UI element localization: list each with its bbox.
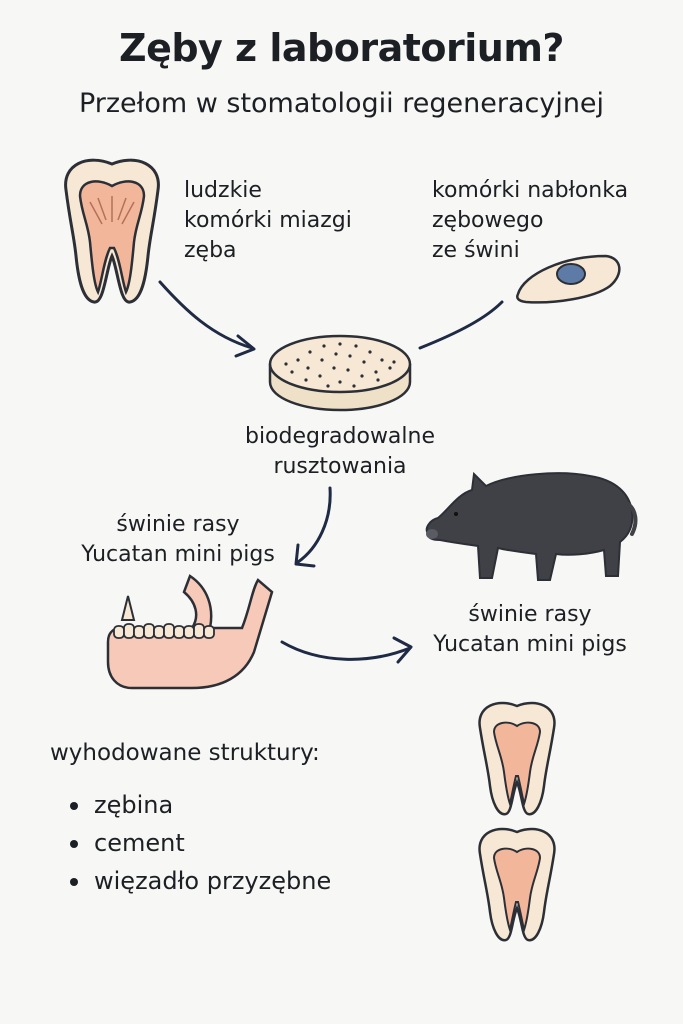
- grown-tooth-icon: [478, 701, 556, 816]
- page-subtitle: Przełom w stomatologii regeneracyjnej: [78, 88, 605, 119]
- structures-list: zębina cement więzadło przyzębne: [66, 786, 331, 900]
- label-pig-epithelial-cells: komórki nabłonka zębowego ze świni: [432, 178, 629, 263]
- label-human-pulp-cells: ludzkie komórki miazgi zęba: [184, 178, 352, 263]
- label-pigs-right: świnie rasy Yucatan mini pigs: [433, 602, 627, 657]
- jaw-icon: [106, 574, 274, 690]
- scaffold-disc-icon: [268, 334, 412, 412]
- list-item: więzadło przyzębne: [66, 862, 331, 900]
- label-pigs-left: świnie rasy Yucatan mini pigs: [81, 512, 275, 567]
- list-item: zębina: [66, 786, 331, 824]
- grown-tooth-icon: [478, 827, 556, 942]
- tooth-icon: [64, 158, 160, 304]
- pig-icon: [425, 471, 638, 581]
- epithelial-cell-icon: [516, 254, 621, 304]
- structures-heading: wyhodowane struktury:: [50, 740, 320, 766]
- page-title: Zęby z laboratorium?: [119, 26, 564, 70]
- label-scaffold: biodegradowalne rusztowania: [244, 424, 436, 479]
- list-item: cement: [66, 824, 331, 862]
